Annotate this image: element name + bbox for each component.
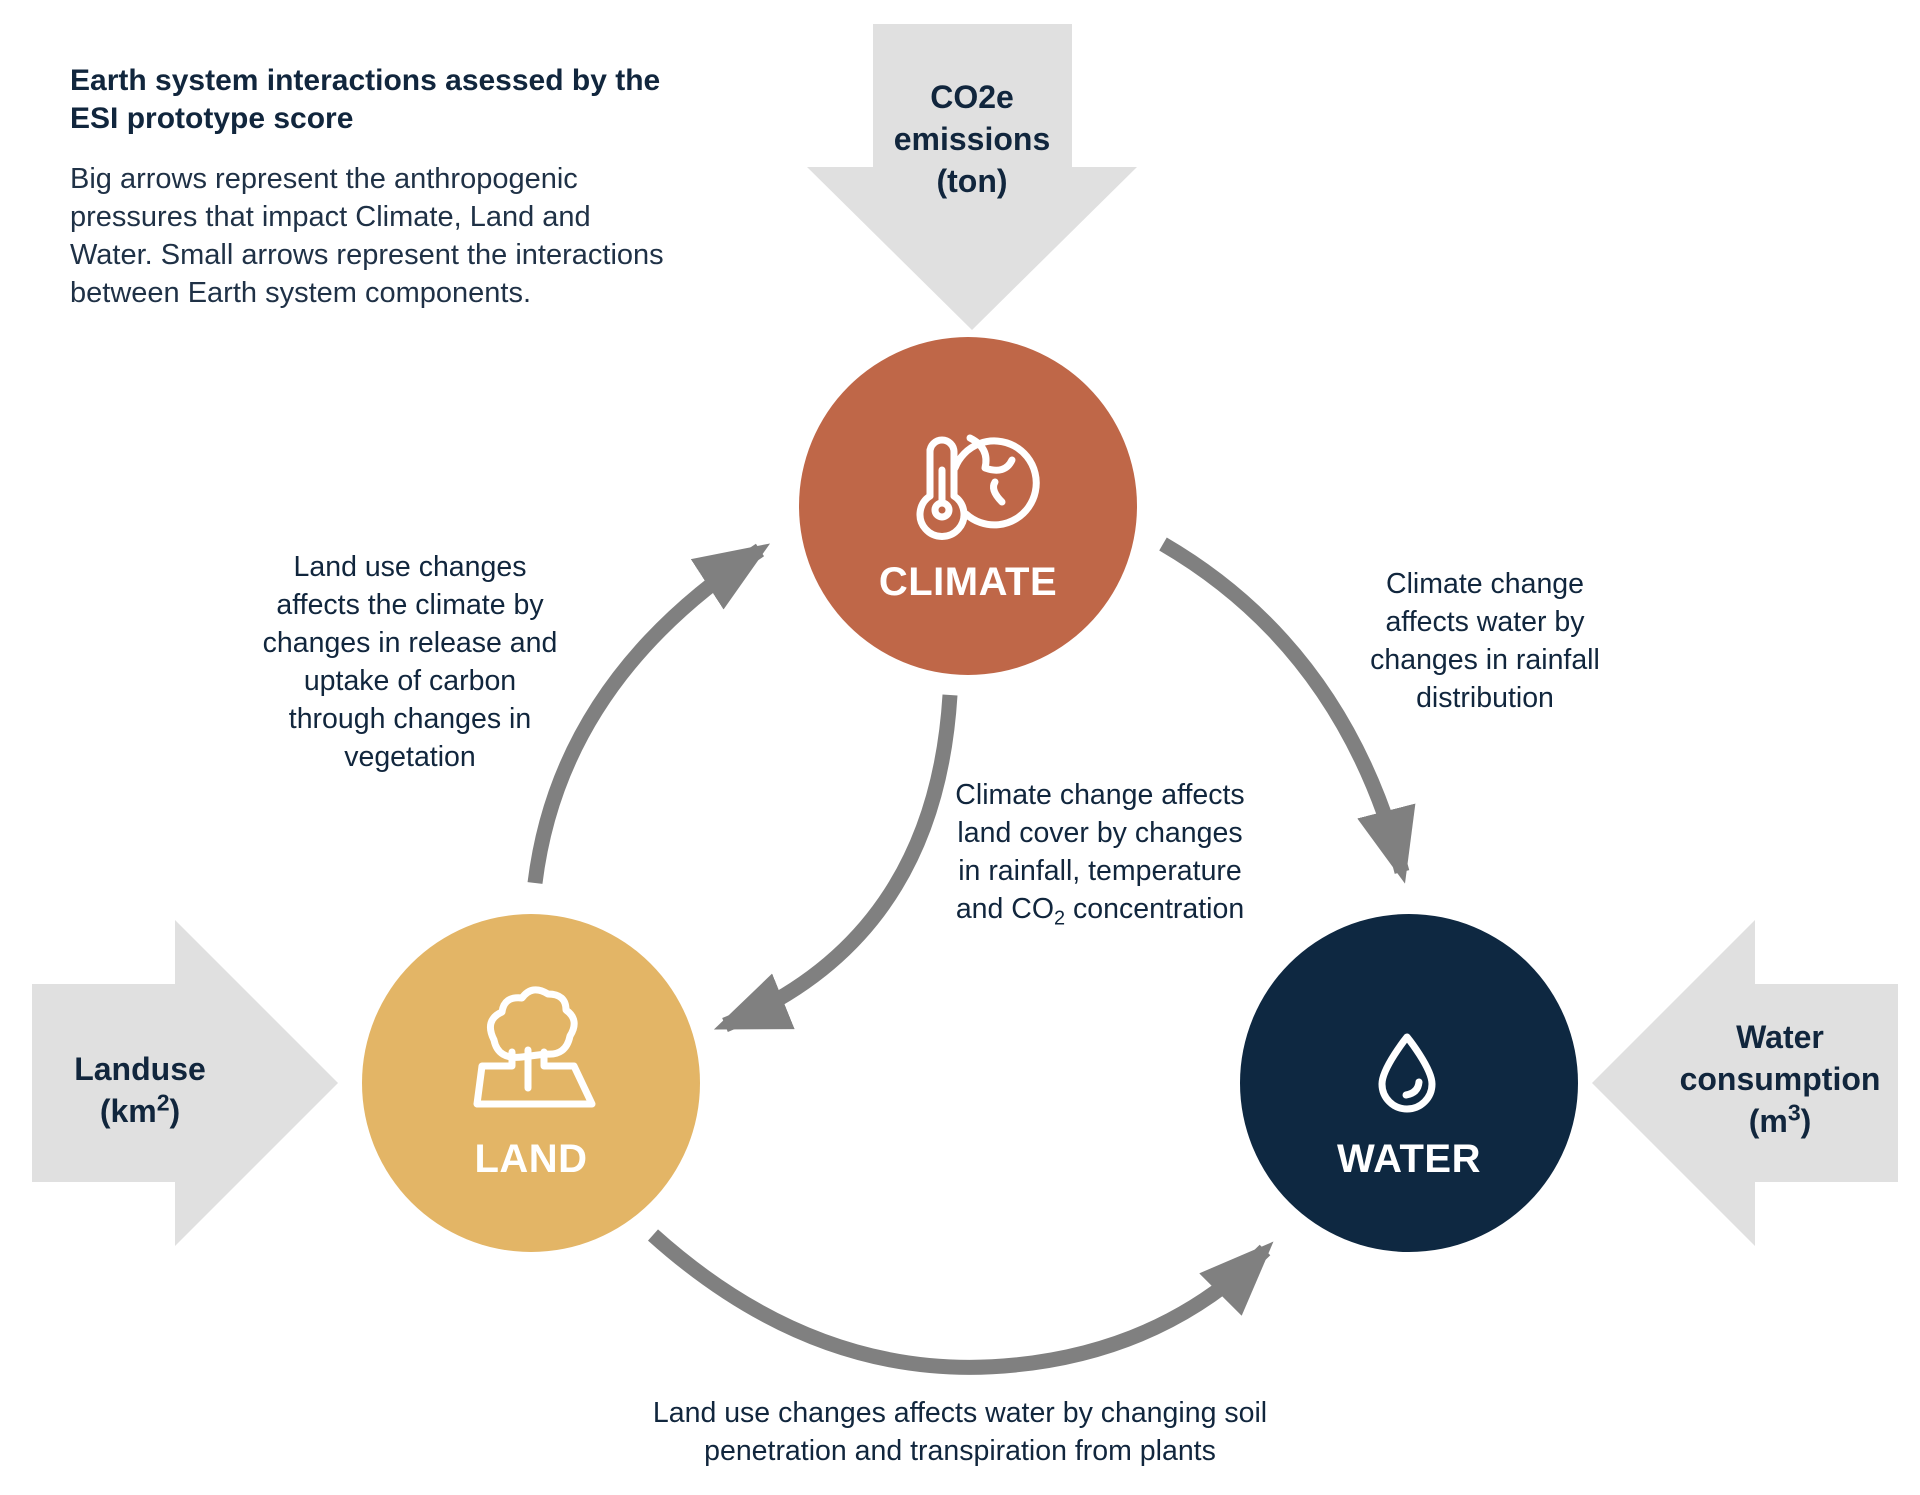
tree-land-icon: [473, 986, 596, 1108]
water-pressure-label: Water consumption (m3): [1679, 1019, 1881, 1139]
water-node-label: WATER: [1337, 1137, 1481, 1181]
land-to-water-caption: Land use changes affects water by changi…: [652, 1397, 1268, 1467]
landuse-pressure-label: Landuse (km2): [74, 1051, 206, 1129]
climate-node-label: CLIMATE: [878, 560, 1058, 604]
climate-to-water-caption: Climate change affects water by changes …: [1370, 568, 1600, 714]
diagram-title: Earth system interactions asessed by the…: [70, 64, 661, 135]
climate-to-water-arrow: [1159, 537, 1416, 884]
landuse-pressure-arrow: [32, 920, 338, 1246]
climate-to-land-arrow: [713, 694, 958, 1032]
climate-to-land-caption: Climate change affects land cover by cha…: [955, 779, 1245, 930]
thermometer-globe-icon: [916, 434, 1040, 540]
climate-node: [799, 337, 1137, 675]
water-node: [1240, 914, 1578, 1252]
land-to-climate-arrow: [527, 543, 771, 884]
land-to-climate-caption: Land use changes affects the climate by …: [262, 551, 558, 773]
co2-pressure-arrow: [807, 24, 1137, 330]
water-pressure-arrow: [1592, 920, 1898, 1246]
land-to-water-arrow: [647, 1229, 1274, 1375]
diagram-description: Big arrows represent the anthropogenic p…: [70, 163, 664, 309]
water-drop-icon: [1378, 1033, 1436, 1113]
land-node-label: LAND: [474, 1137, 588, 1181]
co2-pressure-label: CO2e emissions (ton): [893, 79, 1051, 199]
